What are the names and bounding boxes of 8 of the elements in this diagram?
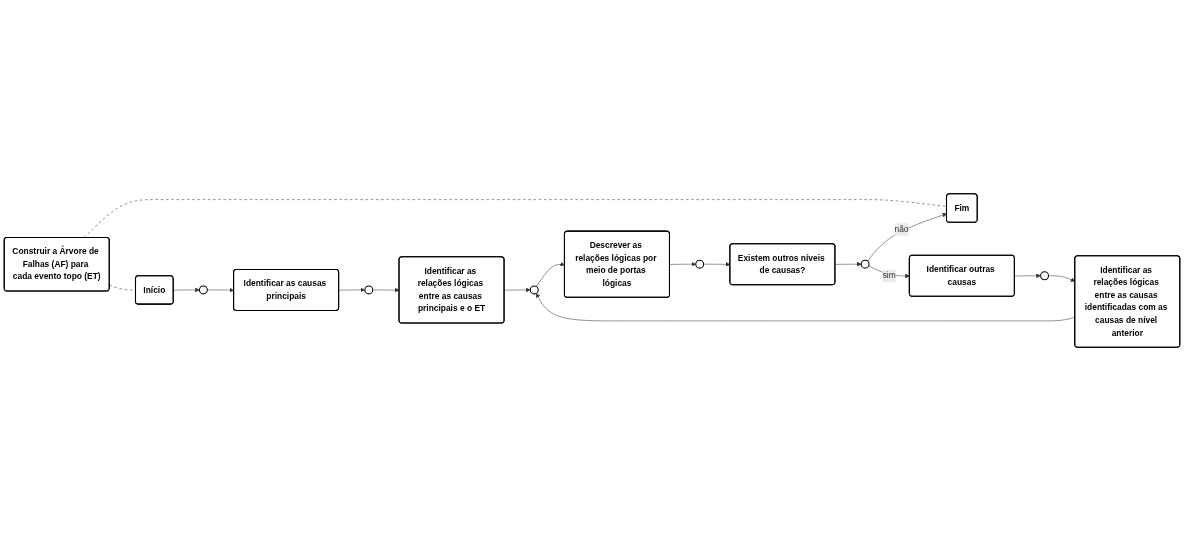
edge-label: sim [882,271,896,280]
node-circle [860,259,870,269]
node-circle [529,285,539,295]
node-circle [1040,271,1050,281]
edge-label: não [894,224,909,234]
node-circle [198,285,208,295]
node-circle [364,285,374,295]
node-circle [695,259,705,269]
